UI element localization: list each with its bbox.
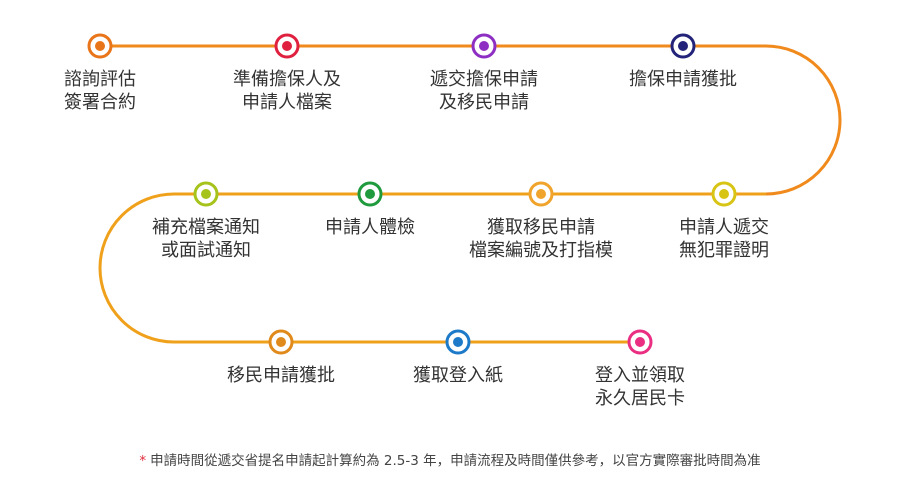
step-label-line: 永久居民卡 bbox=[595, 388, 685, 409]
step-label-sponsor-approved: 擔保申請獲批 bbox=[629, 68, 737, 91]
step-label-line: 獲取登入紙 bbox=[413, 365, 503, 386]
step-node-dot bbox=[365, 189, 375, 199]
step-label-line: 申請人檔案 bbox=[242, 92, 332, 113]
step-label-line: 無犯罪證明 bbox=[679, 240, 769, 261]
step-label-supplement: 補充檔案通知或面試通知 bbox=[152, 216, 260, 262]
step-label-file-number: 獲取移民申請檔案編號及打指模 bbox=[469, 216, 613, 262]
step-node-dot bbox=[95, 41, 105, 51]
footnote-text: 申請時間從遞交省提名申請起計算約為 2.5-3 年，申請流程及時間僅供參考，以官… bbox=[150, 453, 761, 469]
step-node-dot bbox=[282, 41, 292, 51]
step-label-line: 擔保申請獲批 bbox=[629, 69, 737, 90]
step-label-landing-paper: 獲取登入紙 bbox=[413, 364, 503, 387]
step-node-consult bbox=[87, 33, 113, 59]
step-node-dot bbox=[536, 189, 546, 199]
step-label-consult: 諮詢評估簽署合約 bbox=[64, 68, 136, 114]
step-node-dot bbox=[201, 189, 211, 199]
step-label-medical: 申請人體檢 bbox=[325, 216, 415, 239]
step-node-dot bbox=[276, 337, 286, 347]
step-label-line: 諮詢評估 bbox=[64, 69, 136, 90]
step-node-landing-pr-card bbox=[627, 329, 653, 355]
step-node-supplement bbox=[193, 181, 219, 207]
step-label-line: 準備擔保人及 bbox=[233, 69, 341, 90]
footnote-asterisk: * bbox=[139, 453, 147, 469]
step-node-dot bbox=[719, 189, 729, 199]
step-node-medical bbox=[357, 181, 383, 207]
step-node-sponsor-approved bbox=[670, 33, 696, 59]
step-label-prepare-files: 準備擔保人及申請人檔案 bbox=[233, 68, 341, 114]
step-label-line: 登入並領取 bbox=[595, 365, 685, 386]
step-node-submit-application bbox=[471, 33, 497, 59]
step-node-immigration-approved bbox=[268, 329, 294, 355]
step-node-prepare-files bbox=[274, 33, 300, 59]
footnote: *申請時間從遞交省提名申請起計算約為 2.5-3 年，申請流程及時間僅供參考，以… bbox=[0, 449, 900, 469]
step-label-line: 或面試通知 bbox=[161, 240, 251, 261]
step-label-submit-application: 遞交擔保申請及移民申請 bbox=[430, 68, 538, 114]
step-label-line: 補充檔案通知 bbox=[152, 217, 260, 238]
step-label-line: 簽署合約 bbox=[64, 92, 136, 113]
step-label-line: 申請人遞交 bbox=[679, 217, 769, 238]
step-label-landing-pr-card: 登入並領取永久居民卡 bbox=[595, 364, 685, 410]
step-label-line: 移民申請獲批 bbox=[227, 365, 335, 386]
step-label-immigration-approved: 移民申請獲批 bbox=[227, 364, 335, 387]
step-node-police-certificate bbox=[711, 181, 737, 207]
step-node-dot bbox=[635, 337, 645, 347]
timeline-path-top bbox=[100, 44, 842, 196]
step-node-dot bbox=[453, 337, 463, 347]
step-label-line: 及移民申請 bbox=[439, 92, 529, 113]
step-node-landing-paper bbox=[445, 329, 471, 355]
step-label-line: 遞交擔保申請 bbox=[430, 69, 538, 90]
step-label-line: 檔案編號及打指模 bbox=[469, 240, 613, 261]
step-node-dot bbox=[479, 41, 489, 51]
step-label-police-certificate: 申請人遞交無犯罪證明 bbox=[679, 216, 769, 262]
step-node-dot bbox=[678, 41, 688, 51]
step-label-line: 申請人體檢 bbox=[325, 217, 415, 238]
step-label-line: 獲取移民申請 bbox=[487, 217, 595, 238]
timeline-path-middle bbox=[98, 192, 766, 344]
step-node-file-number bbox=[528, 181, 554, 207]
